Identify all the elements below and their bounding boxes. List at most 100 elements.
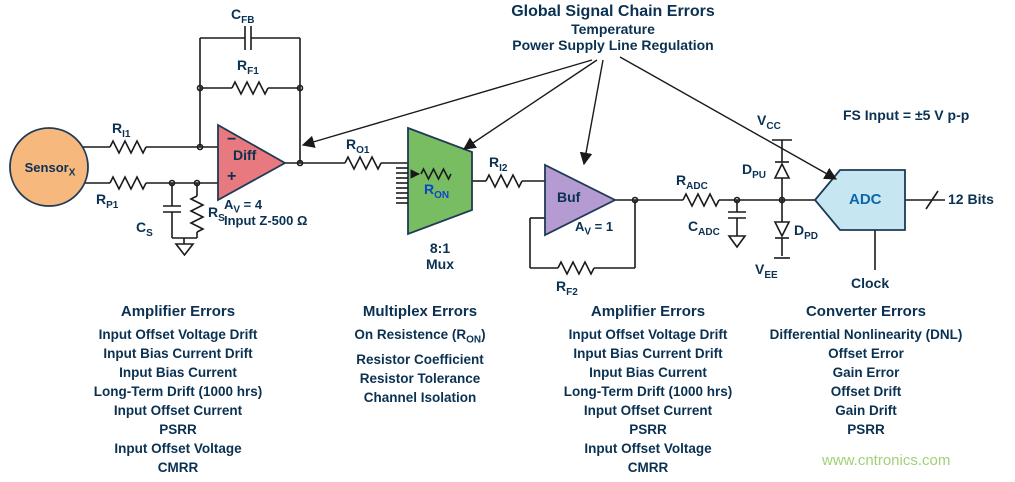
error-column-amplifier-2: Amplifier Errors Input Offset Voltage Dr… — [528, 303, 768, 477]
error-item: Gain Error — [832, 365, 900, 380]
error-column-title: Multiplex Errors — [362, 303, 478, 320]
arrow-to-buffer — [579, 59, 604, 166]
error-item: Input Bias Current — [589, 365, 707, 380]
resistor-rp1 — [109, 175, 147, 191]
error-item: PSRR — [629, 422, 667, 437]
global-errors-sub1: Temperature — [571, 21, 655, 38]
sensor-label: SensorX — [24, 160, 76, 179]
sensor-circle — [9, 127, 89, 207]
ri1-label: RI1 — [112, 120, 131, 140]
error-column-title: Amplifier Errors — [120, 303, 236, 320]
error-column-converter: Converter Errors Differential Nonlineari… — [742, 303, 990, 439]
error-item: Channel Isolation — [363, 389, 477, 405]
resistor-radc — [682, 192, 720, 208]
sensor-shape — [9, 127, 89, 207]
diff-minus-sign: − — [227, 131, 237, 148]
ro1-label: RO1 — [346, 136, 370, 156]
resistor-ri2 — [485, 173, 523, 189]
dpd-label: DPD — [794, 222, 819, 242]
diff-amp-label: Diff — [233, 147, 257, 163]
ground-symbol-input — [174, 243, 195, 257]
global-errors-title: Global Signal Chain Errors — [511, 3, 715, 20]
error-item: Input Offset Voltage Drift — [98, 327, 258, 342]
error-item: CMRR — [627, 460, 669, 475]
resistor-ri1 — [109, 139, 147, 155]
error-item: Resistor Tolerance — [359, 370, 481, 386]
error-item: Input Offset Current — [113, 403, 243, 418]
error-item: Input Bias Current Drift — [573, 346, 723, 361]
error-item: Gain Drift — [835, 403, 897, 418]
mux-shape — [396, 126, 473, 236]
mux-input-ticks — [396, 167, 408, 204]
global-error-arrows — [301, 56, 838, 180]
error-item: Long-Term Drift (1000 hrs) — [563, 384, 733, 399]
clock-label: Clock — [851, 275, 890, 291]
error-item: Differential Nonlinearity (DNL) — [769, 327, 963, 342]
arrow-to-adc — [619, 56, 838, 180]
arrow-to-mux — [462, 59, 598, 150]
error-item: Input Offset Voltage — [584, 441, 712, 456]
error-column-multiplex: Multiplex Errors On Resistence (RON) Resi… — [320, 303, 520, 407]
ri2-label: RI2 — [489, 154, 508, 174]
error-item: Input Bias Current Drift — [103, 346, 253, 361]
wires-and-passives — [80, 26, 945, 276]
error-item: PSRR — [159, 422, 197, 437]
input-impedance-label: Input Z-500 Ω — [224, 213, 308, 228]
rp1-label: RP1 — [96, 191, 119, 211]
global-errors-sub2: Power Supply Line Regulation — [512, 37, 714, 54]
buffer-triangle — [544, 163, 618, 237]
diode-dpd — [773, 221, 791, 238]
cs-label: CS — [136, 219, 153, 239]
error-item: Resistor Coefficient — [356, 351, 484, 367]
vee-label: VEE — [755, 261, 778, 281]
mux-ratio-label: 8:1 — [429, 240, 451, 256]
mux-switch-resistor — [410, 167, 452, 181]
radc-label: RADC — [676, 172, 708, 192]
error-column-amplifier-1: Amplifier Errors Input Offset Voltage Dr… — [58, 303, 298, 477]
error-column-items: Differential Nonlinearity (DNL) Offset Er… — [742, 325, 990, 439]
error-item: Long-Term Drift (1000 hrs) — [93, 384, 263, 399]
cadc-label: CADC — [688, 218, 720, 238]
error-column-title: Amplifier Errors — [590, 303, 706, 320]
fs-input-label: FS Input = ±5 V p-p — [843, 107, 970, 123]
error-item: Offset Error — [828, 346, 904, 361]
dpu-label: DPU — [742, 161, 767, 181]
resistor-rf2 — [557, 260, 595, 276]
error-item: On Resistence (RON) — [354, 327, 486, 346]
diff-plus-sign: + — [227, 168, 237, 185]
diode-dpu — [773, 162, 791, 179]
error-item: Input Bias Current — [119, 365, 237, 380]
adc-label: ADC — [849, 191, 882, 208]
resistor-rf1 — [231, 80, 269, 96]
resistor-ro1 — [344, 155, 382, 171]
arrow-to-diff-amp — [301, 59, 593, 148]
error-item: PSRR — [847, 422, 885, 437]
rf2-label: RF2 — [556, 278, 578, 298]
rf1-label: RF1 — [237, 57, 259, 77]
watermark: www.cntronics.com — [822, 452, 951, 469]
rs-label: RS — [208, 204, 225, 224]
gain-av1-label: AV = 1 — [575, 219, 614, 238]
ground-symbol-adc — [727, 235, 747, 249]
error-item: CMRR — [157, 460, 199, 475]
bits-label: 12 Bits — [948, 191, 994, 207]
diff-amp-triangle — [217, 123, 287, 202]
error-item: Input Offset Current — [583, 403, 713, 418]
gain-av4-label: AV = 4 — [224, 197, 263, 216]
vcc-label: VCC — [757, 112, 781, 132]
error-item: Input Offset Voltage — [114, 441, 242, 456]
global-errors-header: Global Signal Chain Errors Temperature P… — [440, 3, 786, 54]
ron-label: RON — [424, 181, 450, 201]
error-column-title: Converter Errors — [805, 303, 927, 320]
resistor-rs — [189, 195, 205, 233]
buffer-label: Buf — [557, 189, 581, 205]
buffer-shape — [544, 163, 618, 237]
bus-slash — [925, 190, 939, 210]
cfb-label: CFB — [231, 6, 255, 26]
error-item: Input Offset Voltage Drift — [568, 327, 728, 342]
diff-amp-shape — [217, 123, 287, 202]
